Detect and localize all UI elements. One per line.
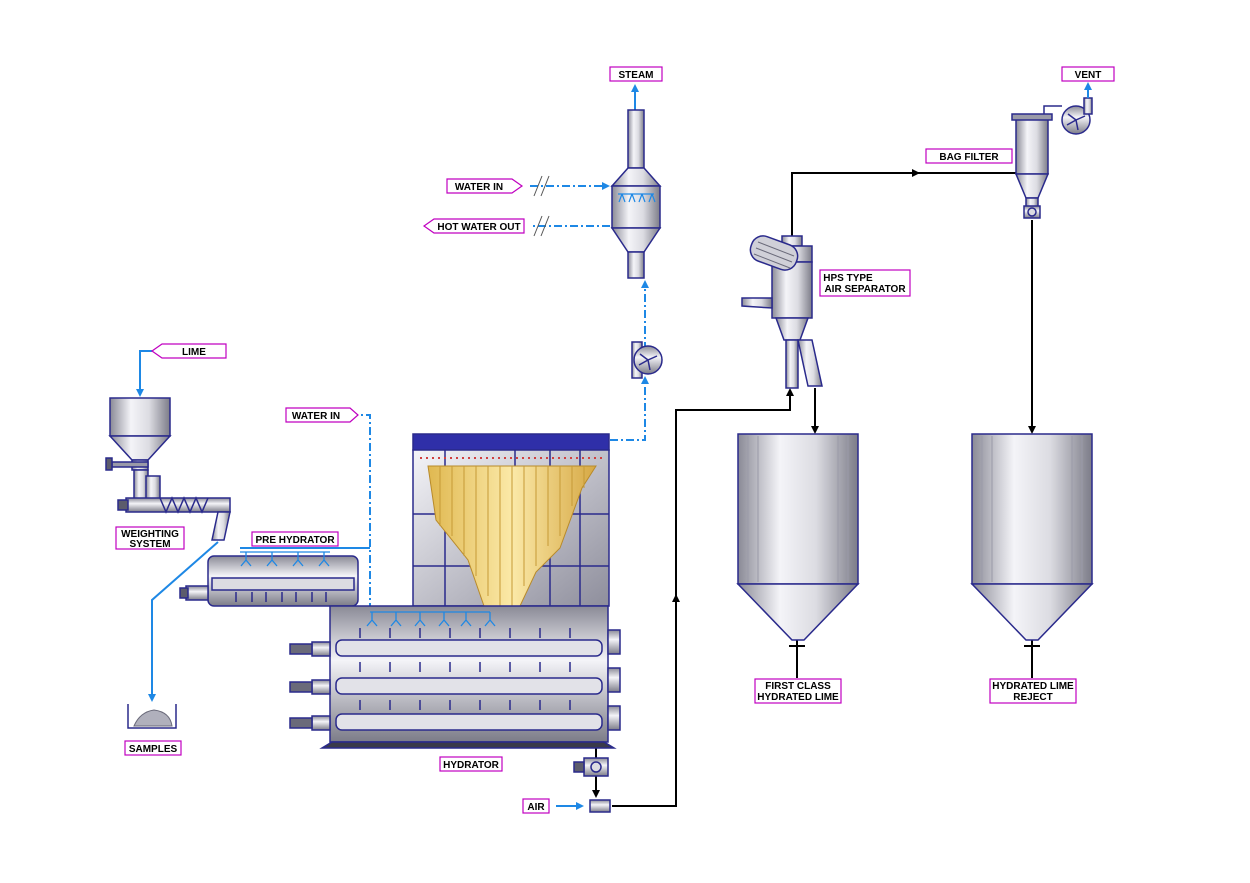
pre-hydrator-label: PRE HYDRATOR: [255, 535, 335, 546]
lime-hopper: [105, 397, 172, 471]
hydrator-body: [289, 605, 621, 749]
hot-water-out-label: HOT WATER OUT: [437, 222, 520, 233]
hps-label-line2: AIR SEPARATOR: [824, 284, 906, 295]
pipe-break-marks: [533, 175, 550, 237]
pre-hydrator-sprays-icon: [240, 551, 330, 567]
water-in-top-label-box: [446, 178, 524, 194]
air-label-box: [522, 798, 550, 814]
weighing-screw-conveyor: [117, 469, 231, 541]
hydrator-tower: [412, 433, 610, 607]
process-lines: [592, 169, 1040, 807]
vent-label: VENT: [1075, 70, 1102, 81]
steam-label: STEAM: [619, 70, 654, 81]
air-label: AIR: [527, 802, 545, 813]
exhaust-fan-icon: [631, 341, 663, 379]
samples-label: SAMPLES: [129, 744, 178, 755]
hot-water-out-label-box: [422, 218, 525, 234]
water-in-top-label: WATER IN: [455, 182, 503, 193]
water-in-mid-label: WATER IN: [292, 411, 340, 422]
silo-first-class: [736, 433, 860, 641]
steam-label-box: [609, 66, 663, 82]
first-class-label-line1: FIRST CLASS: [765, 681, 831, 692]
air-inlet-tee: [589, 799, 611, 813]
pre-hydrator: [179, 555, 359, 607]
hps-air-separator: [741, 235, 823, 389]
hydrator-sprays-icon: [366, 611, 496, 627]
hydrator-label: HYDRATOR: [443, 760, 500, 771]
hps-label-line1: HPS TYPE: [823, 273, 873, 284]
samples-label-box: [124, 740, 182, 756]
weighting-label-line2: SYSTEM: [129, 539, 170, 550]
samples-bin: [127, 704, 177, 729]
pre-hydrator-label-box: [251, 531, 339, 547]
spray-nozzles-icon: [618, 193, 656, 203]
reject-label-box: [989, 678, 1077, 704]
weighting-label-line1: WEIGHTING: [121, 529, 179, 540]
weighting-label-box: [115, 526, 185, 550]
vent-fan-icon: [1061, 97, 1093, 135]
bag-filter-label-box: [925, 148, 1013, 164]
first-class-label-line2: HYDRATED LIME: [757, 692, 839, 703]
steam-scrubber: [610, 109, 662, 279]
silo-reject: [970, 433, 1094, 641]
vent-label-box: [1061, 66, 1115, 82]
lime-label: LIME: [182, 347, 206, 358]
first-class-label-box: [754, 678, 842, 704]
hydrator-label-box: [439, 756, 503, 772]
hps-label-box: [819, 269, 911, 297]
bag-filter-label: BAG FILTER: [939, 152, 999, 163]
rotary-valve-icon: [573, 757, 609, 777]
water-in-mid-label-box: [285, 407, 359, 423]
lime-label-box: [150, 343, 227, 359]
reject-label-line1: HYDRATED LIME: [992, 681, 1074, 692]
bag-filter: [1011, 105, 1062, 219]
reject-label-line2: REJECT: [1013, 692, 1052, 703]
